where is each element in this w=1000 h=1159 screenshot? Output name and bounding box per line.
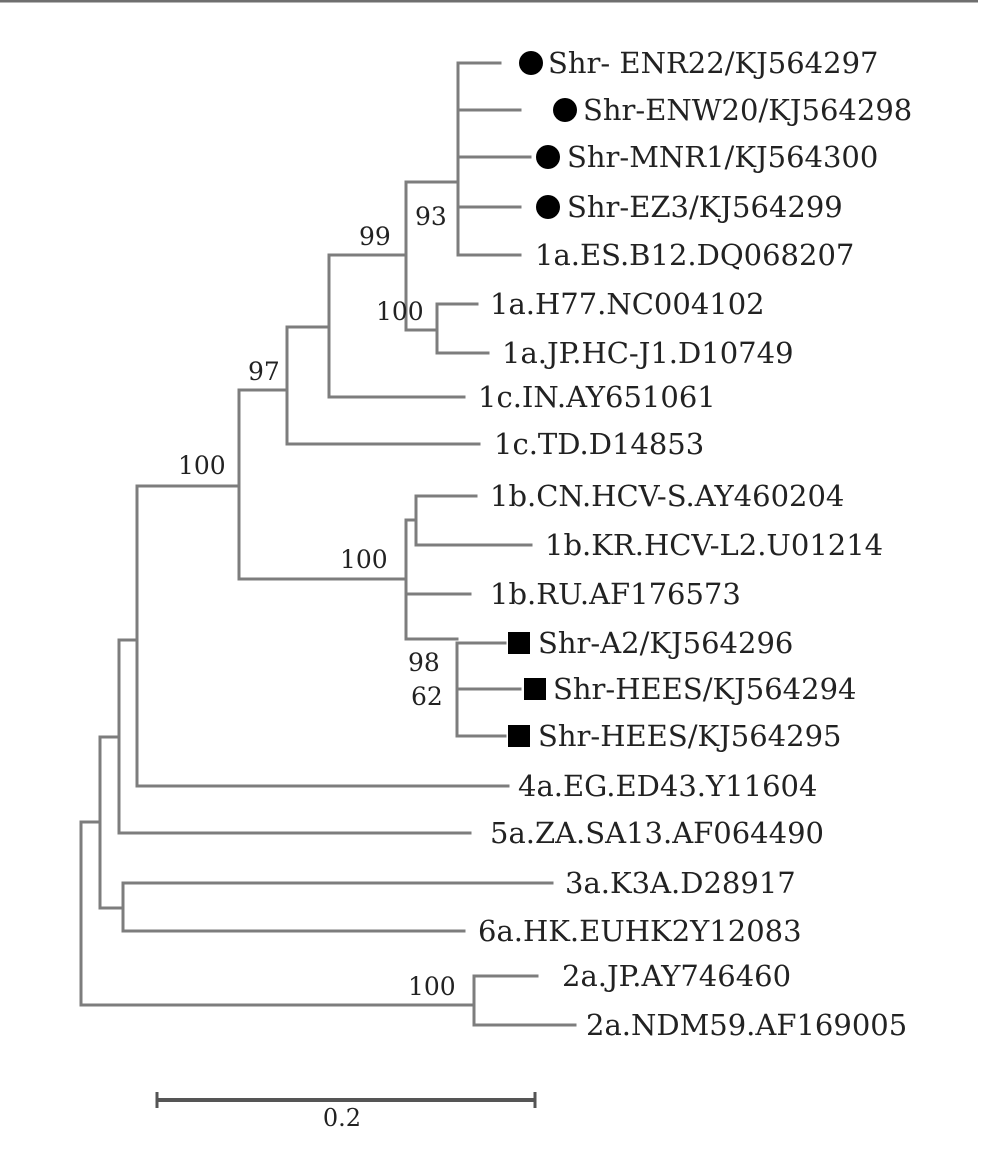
leaf-label: 2a.NDM59.AF169005 bbox=[586, 1008, 907, 1042]
leaf-label: 3a.K3A.D28917 bbox=[565, 866, 796, 900]
leaf-label: Shr-EZ3/KJ564299 bbox=[567, 190, 843, 224]
leaf-label: 1b.KR.HCV-L2.U01214 bbox=[545, 528, 883, 562]
support-value-label: 99 bbox=[359, 222, 391, 251]
leaf-label: 1a.ES.B12.DQ068207 bbox=[535, 238, 854, 272]
branch-root bbox=[79, 735, 476, 1007]
support-value-label: 100 bbox=[178, 451, 226, 480]
branch-clade-4-5 bbox=[117, 638, 472, 835]
leaf-marker-square bbox=[524, 678, 546, 700]
branch-l4-l5 bbox=[456, 205, 522, 257]
branch-clade-4a bbox=[135, 484, 510, 788]
branch-genotype-1 bbox=[237, 388, 408, 581]
branch-clade-1a-1c bbox=[285, 325, 481, 446]
support-value-label: 100 bbox=[340, 545, 388, 574]
leaf-label: 2a.JP.AY746460 bbox=[562, 959, 791, 993]
support-value-label: 100 bbox=[408, 972, 456, 1001]
leaf-label: Shr-HEES/KJ564294 bbox=[553, 672, 856, 706]
branch-clade-1a bbox=[327, 253, 466, 399]
leaf-marker-circle bbox=[536, 195, 560, 219]
leaf-label: 1b.CN.HCV-S.AY460204 bbox=[490, 479, 844, 513]
leaf-label: Shr-HEES/KJ564295 bbox=[538, 719, 841, 753]
branch-1b bbox=[404, 518, 472, 641]
branch-l2-l3 bbox=[456, 90, 532, 159]
support-value-label: 93 bbox=[415, 202, 447, 231]
leaf-label: 5a.ZA.SA13.AF064490 bbox=[490, 816, 824, 850]
leaf-label: Shr-A2/KJ564296 bbox=[538, 626, 793, 660]
support-value-label: 100 bbox=[376, 297, 424, 326]
leaf-marker-square bbox=[508, 632, 530, 654]
support-value-label: 97 bbox=[248, 357, 280, 386]
leaf-label: 1c.TD.D14853 bbox=[494, 427, 704, 461]
leaf-label: 4a.EG.ED43.Y11604 bbox=[518, 769, 817, 803]
leaf-label: Shr-ENW20/KJ564298 bbox=[583, 93, 912, 127]
branch-clade-3a-6a bbox=[121, 881, 554, 933]
bootstrap-support-labels: 99 93 100 97 100 100 98 62 100 bbox=[178, 202, 456, 1001]
branch-h77-jp bbox=[435, 302, 490, 355]
branch-outgroup-2a bbox=[472, 974, 577, 1027]
leaf-markers bbox=[508, 51, 577, 747]
scale-bar-label: 0.2 bbox=[323, 1104, 361, 1132]
support-value-label: 98 bbox=[408, 648, 440, 677]
leaf-label: 1a.JP.HC-J1.D10749 bbox=[502, 336, 794, 370]
branch-subclade-1a-1 bbox=[404, 180, 460, 332]
leaf-label: 6a.HK.EUHK2Y12083 bbox=[478, 914, 802, 948]
tree-branches bbox=[79, 61, 577, 1027]
scale-bar: 0.2 bbox=[155, 1092, 537, 1132]
branch-1b-cn-kr bbox=[414, 494, 533, 547]
leaf-marker-circle bbox=[553, 98, 577, 122]
leaf-label: 1c.IN.AY651061 bbox=[478, 380, 716, 414]
leaf-marker-circle bbox=[536, 145, 560, 169]
support-value-label: 62 bbox=[411, 682, 443, 711]
leaf-labels: Shr- ENR22/KJ564297Shr-ENW20/KJ564298Shr… bbox=[478, 46, 912, 1042]
leaf-label: Shr- ENR22/KJ564297 bbox=[548, 46, 878, 80]
leaf-marker-circle bbox=[519, 51, 543, 75]
leaf-label: Shr-MNR1/KJ564300 bbox=[567, 140, 878, 174]
leaf-label: 1a.H77.NC004102 bbox=[490, 287, 765, 321]
leaf-marker-square bbox=[508, 725, 530, 747]
branch-shr-1b bbox=[455, 641, 522, 738]
leaf-label: 1b.RU.AF176573 bbox=[490, 577, 741, 611]
